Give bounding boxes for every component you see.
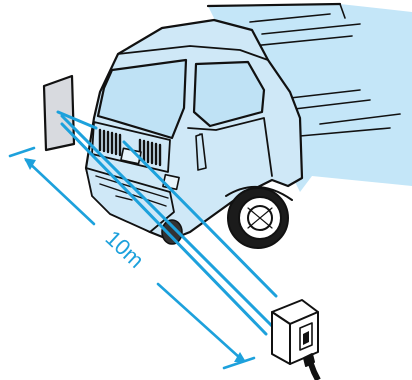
front-wheel-right: [228, 188, 288, 248]
distance-label: 10m: [101, 225, 149, 272]
photoelectric-sensor: [272, 300, 318, 380]
truck-illustration: [86, 4, 412, 248]
